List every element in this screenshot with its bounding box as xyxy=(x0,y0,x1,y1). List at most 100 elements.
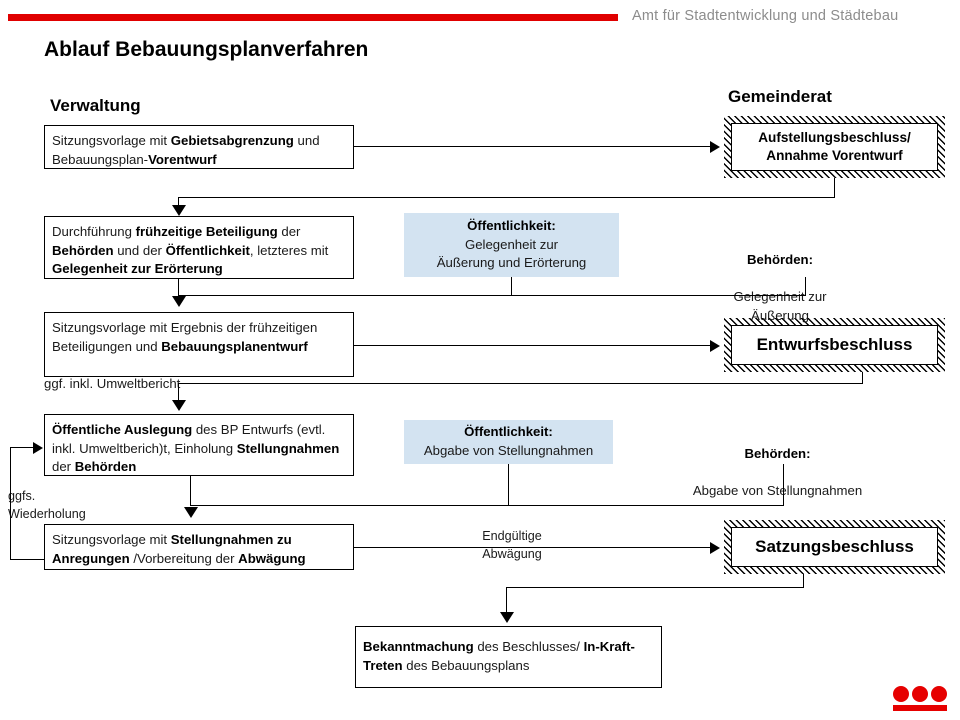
arrowhead-to-step5 xyxy=(184,507,198,518)
connector-decision3-down xyxy=(803,574,805,588)
body-text: /Vorbereitung der xyxy=(129,550,239,566)
authority-label-body: Gelegenheit zur Äußerung xyxy=(733,289,827,323)
connector-decision1-down xyxy=(834,178,836,198)
connector-decision3-to-final-h xyxy=(506,587,804,589)
arrowhead-to-step2 xyxy=(172,205,186,216)
info-panel-body: Gelegenheit zur Äußerung und Erörterung xyxy=(436,236,587,271)
process-box-step2: Durchführung frühzeitige Beteiligung der… xyxy=(44,216,354,279)
process-box-step3: Sitzungsvorlage mit Ergebnis der frühzei… xyxy=(44,312,354,377)
connector-step3-to-decision2 xyxy=(354,345,710,347)
connector-step2-down xyxy=(178,279,180,296)
emphasis-text: Öffentliche Auslegung xyxy=(52,422,193,437)
info-panel-title: Öffentlichkeit: xyxy=(464,424,553,440)
city-logo xyxy=(893,686,951,712)
process-box-final: Bekanntmachung des Beschlusses/ In-Kraft… xyxy=(355,626,662,688)
authority-label-title: Behörden: xyxy=(747,251,813,267)
logo-bar xyxy=(893,705,947,711)
connector-step1-to-decision1 xyxy=(354,146,710,148)
decision-line: Aufstellungsbeschluss/ xyxy=(758,130,911,146)
body-text: der xyxy=(277,224,301,239)
header-red-rule xyxy=(8,14,618,21)
body-text: und der xyxy=(113,242,166,258)
column-heading-gemeinderat: Gemeinderat xyxy=(728,87,832,106)
emphasis-text: frühzeitige Beteiligung xyxy=(135,224,278,239)
connector-decision2-to-step4-h xyxy=(178,383,863,385)
annotation-endgueltige-abwaegung: Endgültige Abwägung xyxy=(482,529,542,561)
logo-dot-icon xyxy=(893,686,909,702)
connector-step4-down xyxy=(190,476,192,506)
decision-box-inner: Satzungsbeschluss xyxy=(731,527,938,567)
logo-dot-icon xyxy=(931,686,947,702)
connector-stellungnahme-bus xyxy=(190,505,784,507)
emphasis-text: Stellungnahmen zu Anregungen xyxy=(52,532,292,566)
arrowhead-to-step3 xyxy=(172,296,186,307)
decision-box-aufstellungsbeschluss: Aufstellungsbeschluss/ Annahme Vorentwur… xyxy=(724,116,945,178)
annotation-wiederholung: ggfs. Wiederholung xyxy=(8,489,86,521)
connector-step5-to-decision3 xyxy=(354,547,710,549)
page-title: Ablauf Bebauungsplanverfahren xyxy=(44,38,369,61)
decision-box-inner: Aufstellungsbeschluss/ Annahme Vorentwur… xyxy=(731,123,938,171)
body-text: des Beschlusses/ xyxy=(473,639,584,654)
column-heading-verwaltung: Verwaltung xyxy=(50,96,141,115)
body-text: , letzteres mit xyxy=(249,242,329,258)
arrowhead-to-decision3 xyxy=(710,542,720,554)
arrowhead-to-decision2 xyxy=(710,340,720,352)
info-panel-oeffentlichkeit-1: Öffentlichkeit: Gelegenheit zur Äußerung… xyxy=(404,213,619,277)
decision-line: Entwurfsbeschluss xyxy=(756,334,913,354)
arrowhead-to-decision1 xyxy=(710,141,720,153)
body-text: Sitzungsvorlage mit xyxy=(52,532,171,547)
authority-label-2: Behörden: Abgabe von Stellungnahmen xyxy=(655,426,900,501)
decision-box-entwurfsbeschluss: Entwurfsbeschluss xyxy=(724,318,945,372)
body-text: des BP Entwurfs (evtl. inkl. Umweltberic… xyxy=(52,422,326,456)
connector-decision2-down xyxy=(862,372,864,384)
body-text: Durchführung xyxy=(52,224,136,239)
authority-label-1: Behörden: Gelegenheit zur Äußerung xyxy=(690,232,870,326)
arrowhead-to-final xyxy=(500,612,514,623)
info-panel-body: Abgabe von Stellungnahmen xyxy=(423,443,594,458)
emphasis-text: Stellungnahmen xyxy=(236,440,340,456)
authority-label-body: Abgabe von Stellungnahmen xyxy=(692,483,863,499)
emphasis-text: Gelegenheit zur Erörterung xyxy=(52,261,223,277)
decision-line: Satzungsbeschluss xyxy=(755,536,914,556)
annotation-umweltbericht: ggf. inkl. Umweltbericht xyxy=(44,376,181,391)
connector-tap-oeffentlichkeit-1 xyxy=(511,277,513,296)
connector-tap-oeffentlichkeit-2 xyxy=(508,464,510,506)
decision-line: Annahme Vorentwurf xyxy=(766,148,903,163)
connector-participation-bus xyxy=(178,295,806,297)
emphasis-text: Bekanntmachung xyxy=(363,639,474,654)
body-text: des Bebauungsplans xyxy=(402,657,530,673)
emphasis-text: Abwägung xyxy=(238,550,306,566)
arrowhead-loop-to-step4 xyxy=(33,442,43,454)
emphasis-text: Behörden xyxy=(74,459,137,475)
arrowhead-to-step4 xyxy=(172,400,186,411)
info-panel-oeffentlichkeit-2: Öffentlichkeit: Abgabe von Stellungnahme… xyxy=(404,420,613,464)
process-box-step1: Sitzungsvorlage mit Gebietsabgrenzung un… xyxy=(44,125,354,169)
connector-decision1-to-step2-v xyxy=(178,197,180,210)
body-text: Sitzungsvorlage mit xyxy=(52,133,171,148)
info-panel-title: Öffentlichkeit: xyxy=(467,217,556,233)
emphasis-text: In-Kraft-Treten xyxy=(363,639,635,673)
department-label: Amt für Stadtentwicklung und Städtebau xyxy=(632,8,899,24)
connector-loop-vertical xyxy=(10,447,12,560)
connector-decision1-to-step2-h xyxy=(178,197,835,199)
process-box-step5: Sitzungsvorlage mit Stellungnahmen zu An… xyxy=(44,524,354,570)
body-text: Sitzungsvorlage mit Ergebnis der frühzei… xyxy=(52,320,318,354)
connector-tap-behoerden-1 xyxy=(805,277,807,296)
body-text: der xyxy=(52,459,75,475)
body-text: und Bebauungsplan- xyxy=(52,133,320,167)
decision-box-inner: Entwurfsbeschluss xyxy=(731,325,938,365)
connector-loop-bottom xyxy=(10,559,45,561)
connector-tap-behoerden-2 xyxy=(783,464,785,506)
emphasis-text: Öffentlichkeit xyxy=(165,242,250,258)
connector-loop-top xyxy=(10,447,34,449)
connector-decision2-to-step4-v xyxy=(178,383,180,403)
emphasis-text: Gebietsabgrenzung xyxy=(170,133,294,148)
decision-box-satzungsbeschluss: Satzungsbeschluss xyxy=(724,520,945,574)
emphasis-text: Vorentwurf xyxy=(148,151,217,167)
logo-dot-icon xyxy=(912,686,928,702)
authority-label-title: Behörden: xyxy=(744,445,811,461)
emphasis-text: Behörden xyxy=(52,242,114,258)
connector-decision3-to-final-v xyxy=(506,587,508,614)
emphasis-text: Bebauungsplanentwurf xyxy=(161,338,308,354)
